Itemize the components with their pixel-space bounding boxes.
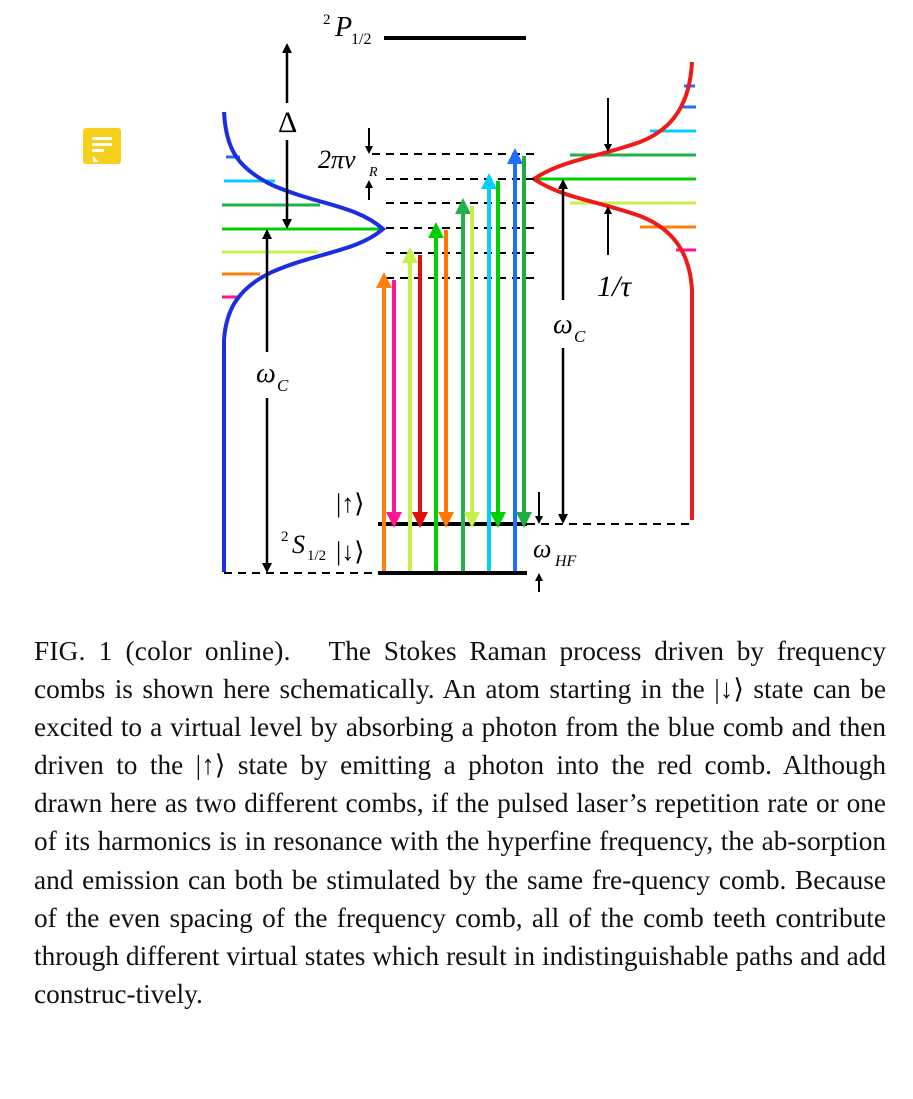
figure-caption: FIG. 1 (color online). The Stokes Raman …: [34, 632, 886, 1013]
blue-comb-teeth: [222, 155, 383, 299]
svg-text:2πν: 2πν: [318, 145, 356, 174]
ket-down-label: |↓⟩: [336, 537, 364, 566]
svg-text:C: C: [277, 376, 289, 395]
omega-c-right-label: ω C: [553, 309, 586, 346]
p-level-label: 2 P 1/2: [323, 12, 371, 48]
rep-rate-label: 2πν R: [318, 145, 378, 180]
hyperfine-label: ω HF: [533, 534, 577, 570]
caption-label: FIG. 1 (color online).: [34, 636, 291, 666]
svg-text:P: P: [334, 12, 352, 43]
ket-up-label: |↑⟩: [336, 489, 364, 518]
stokes-raman-diagram: 2 P 1/2: [222, 12, 696, 592]
emission-arrows: [386, 156, 532, 528]
pulse-width-label: 1/τ: [597, 270, 632, 303]
svg-text:R: R: [368, 165, 378, 180]
svg-text:ω: ω: [533, 534, 551, 563]
svg-text:2: 2: [281, 529, 289, 545]
svg-text:2: 2: [323, 12, 331, 28]
svg-text:C: C: [574, 327, 586, 346]
s-level-label: 2 S 1/2: [281, 529, 326, 564]
red-comb-envelope: [530, 61, 694, 520]
blue-comb-envelope: [222, 111, 387, 572]
virtual-level-dashes: [224, 153, 692, 574]
svg-text:HF: HF: [554, 553, 577, 570]
omega-c-left-label: ω C: [256, 358, 289, 395]
svg-text:ω: ω: [553, 309, 573, 340]
caption-text: The Stokes Raman process driven by frequ…: [34, 636, 886, 1009]
svg-text:1/2: 1/2: [351, 31, 371, 48]
svg-text:S: S: [292, 530, 305, 559]
svg-text:1/2: 1/2: [307, 548, 326, 564]
sticky-note-icon[interactable]: [83, 128, 121, 164]
absorption-arrows: [376, 148, 523, 571]
svg-text:ω: ω: [256, 358, 276, 389]
delta-label: Δ: [278, 106, 297, 139]
